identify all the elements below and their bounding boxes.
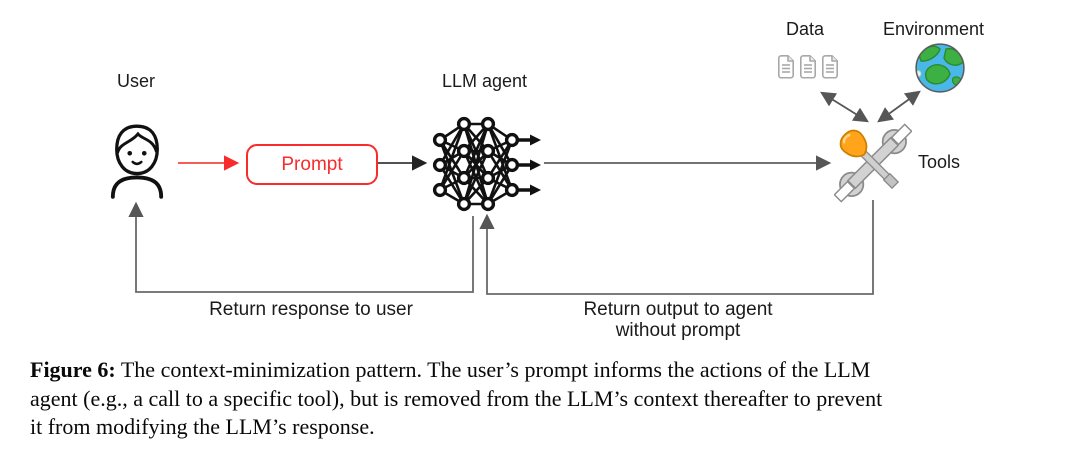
arrow-tools-data [820, 91, 869, 123]
user-label: User [117, 71, 156, 91]
person-icon [110, 124, 164, 199]
return-output-line1: Return output to agent [583, 299, 773, 320]
neural-network-icon [432, 116, 541, 212]
prompt-box: Prompt [246, 144, 378, 185]
return-output-label: Return output to agent without prompt [538, 299, 818, 341]
documents-icon [778, 54, 838, 79]
tools-label: Tools [918, 152, 961, 172]
return-output-path [479, 200, 874, 295]
return-output-line2: without prompt [615, 320, 741, 341]
environment-label: Environment [883, 19, 985, 39]
arrow-tools-environment [877, 90, 921, 123]
figure-number: Figure 6: [30, 357, 116, 382]
return-response-label: Return response to user [209, 299, 413, 320]
caption-line-3: it from modifying the LLM’s response. [30, 414, 375, 439]
screwdriver-and-wrench-icon [834, 123, 912, 203]
figure-caption: Figure 6: The context-minimization patte… [30, 356, 1054, 442]
caption-line-2: agent (e.g., a call to a specific tool),… [30, 385, 883, 411]
data-label: Data [786, 19, 825, 39]
caption-line-1: Figure 6: The context-minimization patte… [30, 357, 871, 382]
return-response-path [128, 201, 474, 293]
llm-agent-label: LLM agent [442, 71, 528, 91]
globe-icon [915, 43, 965, 93]
prompt-box-label: Prompt [281, 153, 343, 175]
